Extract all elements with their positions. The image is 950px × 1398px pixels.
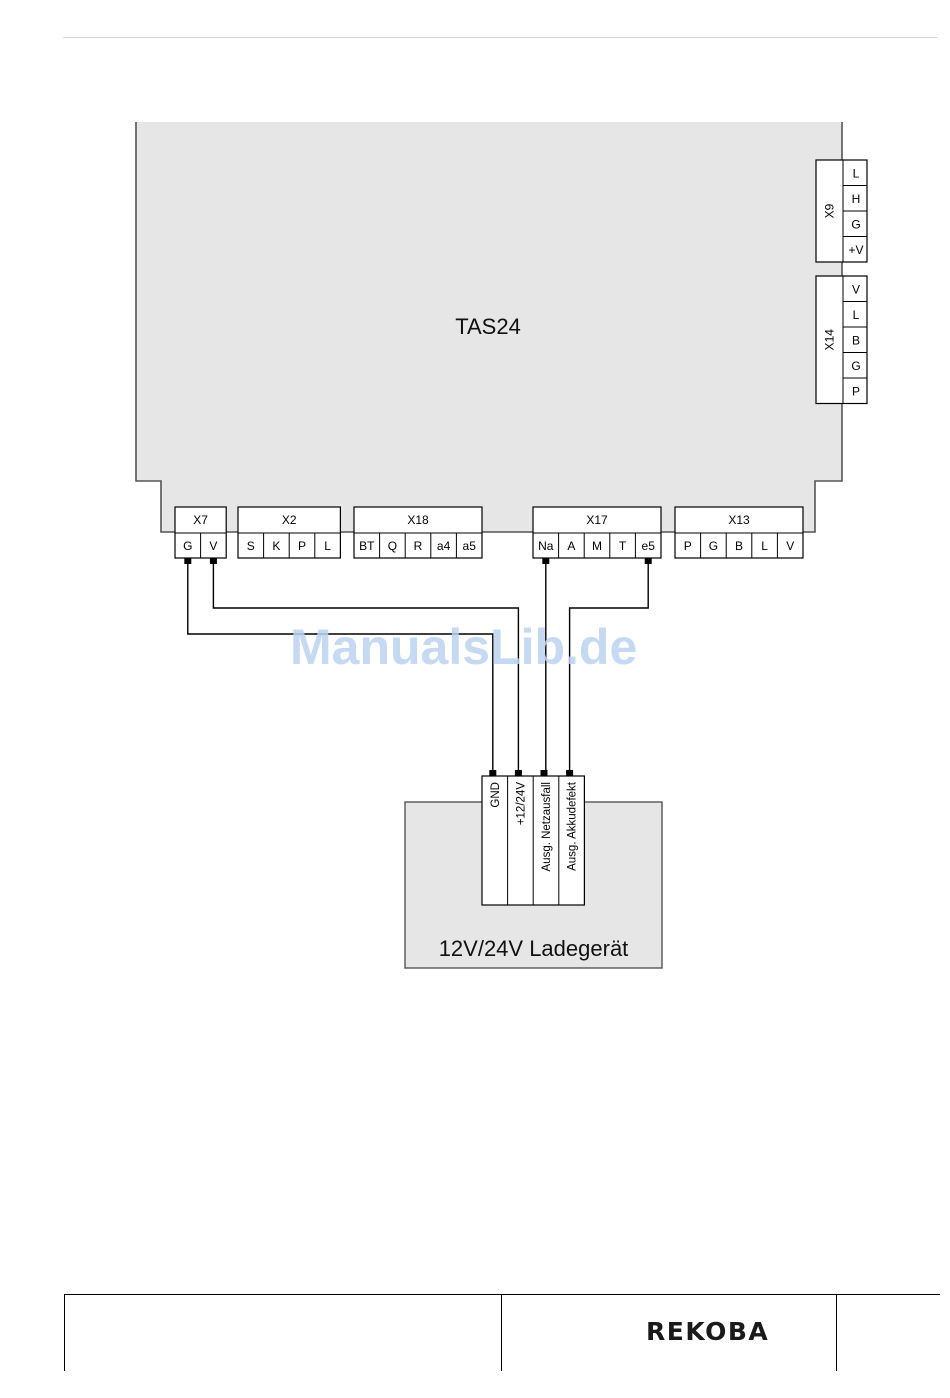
wire-terminal-dot bbox=[515, 770, 522, 776]
pin-label: +V bbox=[848, 243, 863, 257]
watermark: ManualsLib.de bbox=[290, 618, 670, 676]
pin-label: L bbox=[853, 308, 860, 322]
pin-label: G bbox=[851, 217, 860, 231]
wire-terminal-dot bbox=[210, 558, 217, 564]
wire-terminal-dot bbox=[489, 770, 496, 776]
pin-label: P bbox=[852, 384, 860, 398]
wire-terminal-dot bbox=[541, 770, 548, 776]
connector-label: X18 bbox=[407, 513, 429, 527]
pin-label: M bbox=[592, 539, 602, 553]
pin-label: V bbox=[852, 282, 860, 296]
wire-terminal-dot bbox=[566, 770, 573, 776]
connector-label: X14 bbox=[823, 329, 837, 351]
connector-label: X9 bbox=[823, 203, 837, 218]
terminal-label: Ausg. Akkudefekt bbox=[567, 781, 579, 871]
connector-label: X7 bbox=[193, 513, 208, 527]
terminal-label: +12/24V bbox=[515, 782, 527, 825]
connector-label: X17 bbox=[586, 513, 608, 527]
pin-label: A bbox=[567, 539, 575, 553]
rekoba-logo: REKOBA bbox=[646, 1317, 822, 1346]
pin-label: a5 bbox=[463, 539, 477, 553]
footer-divider bbox=[64, 1295, 65, 1371]
wire-terminal-dot bbox=[645, 558, 652, 564]
pin-label: Na bbox=[538, 539, 554, 553]
footer-divider bbox=[836, 1295, 837, 1371]
pin-label: B bbox=[852, 333, 860, 347]
device-title: TAS24 bbox=[455, 314, 521, 339]
connector-label: X13 bbox=[728, 513, 750, 527]
pin-label: H bbox=[852, 192, 861, 206]
pin-label: L bbox=[324, 539, 331, 553]
pin-label: V bbox=[209, 539, 217, 553]
charger-title: 12V/24V Ladegerät bbox=[439, 936, 629, 961]
pin-label: V bbox=[786, 539, 794, 553]
pin-label: R bbox=[414, 539, 423, 553]
pin-label: S bbox=[247, 539, 255, 553]
pin-label: G bbox=[709, 539, 718, 553]
pin-label: BT bbox=[359, 539, 375, 553]
pin-label: K bbox=[272, 539, 280, 553]
pin-label: P bbox=[298, 539, 306, 553]
footer-divider bbox=[501, 1295, 502, 1371]
pin-label: Q bbox=[388, 539, 397, 553]
pin-label: e5 bbox=[642, 539, 656, 553]
pin-label: G bbox=[183, 539, 192, 553]
pin-label: T bbox=[619, 539, 627, 553]
footer: REKOBA bbox=[64, 1294, 940, 1371]
pin-label: a4 bbox=[437, 539, 451, 553]
pin-label: L bbox=[853, 166, 860, 180]
pin-label: B bbox=[735, 539, 743, 553]
wire-terminal-dot bbox=[184, 558, 191, 564]
terminal-label: Ausg. Netzausfall bbox=[541, 782, 553, 872]
connector-label: X2 bbox=[282, 513, 297, 527]
wire-terminal-dot bbox=[542, 558, 549, 564]
pin-label: P bbox=[684, 539, 692, 553]
pin-label: L bbox=[761, 539, 768, 553]
pin-label: G bbox=[851, 359, 860, 373]
terminal-label: GND bbox=[490, 782, 502, 808]
